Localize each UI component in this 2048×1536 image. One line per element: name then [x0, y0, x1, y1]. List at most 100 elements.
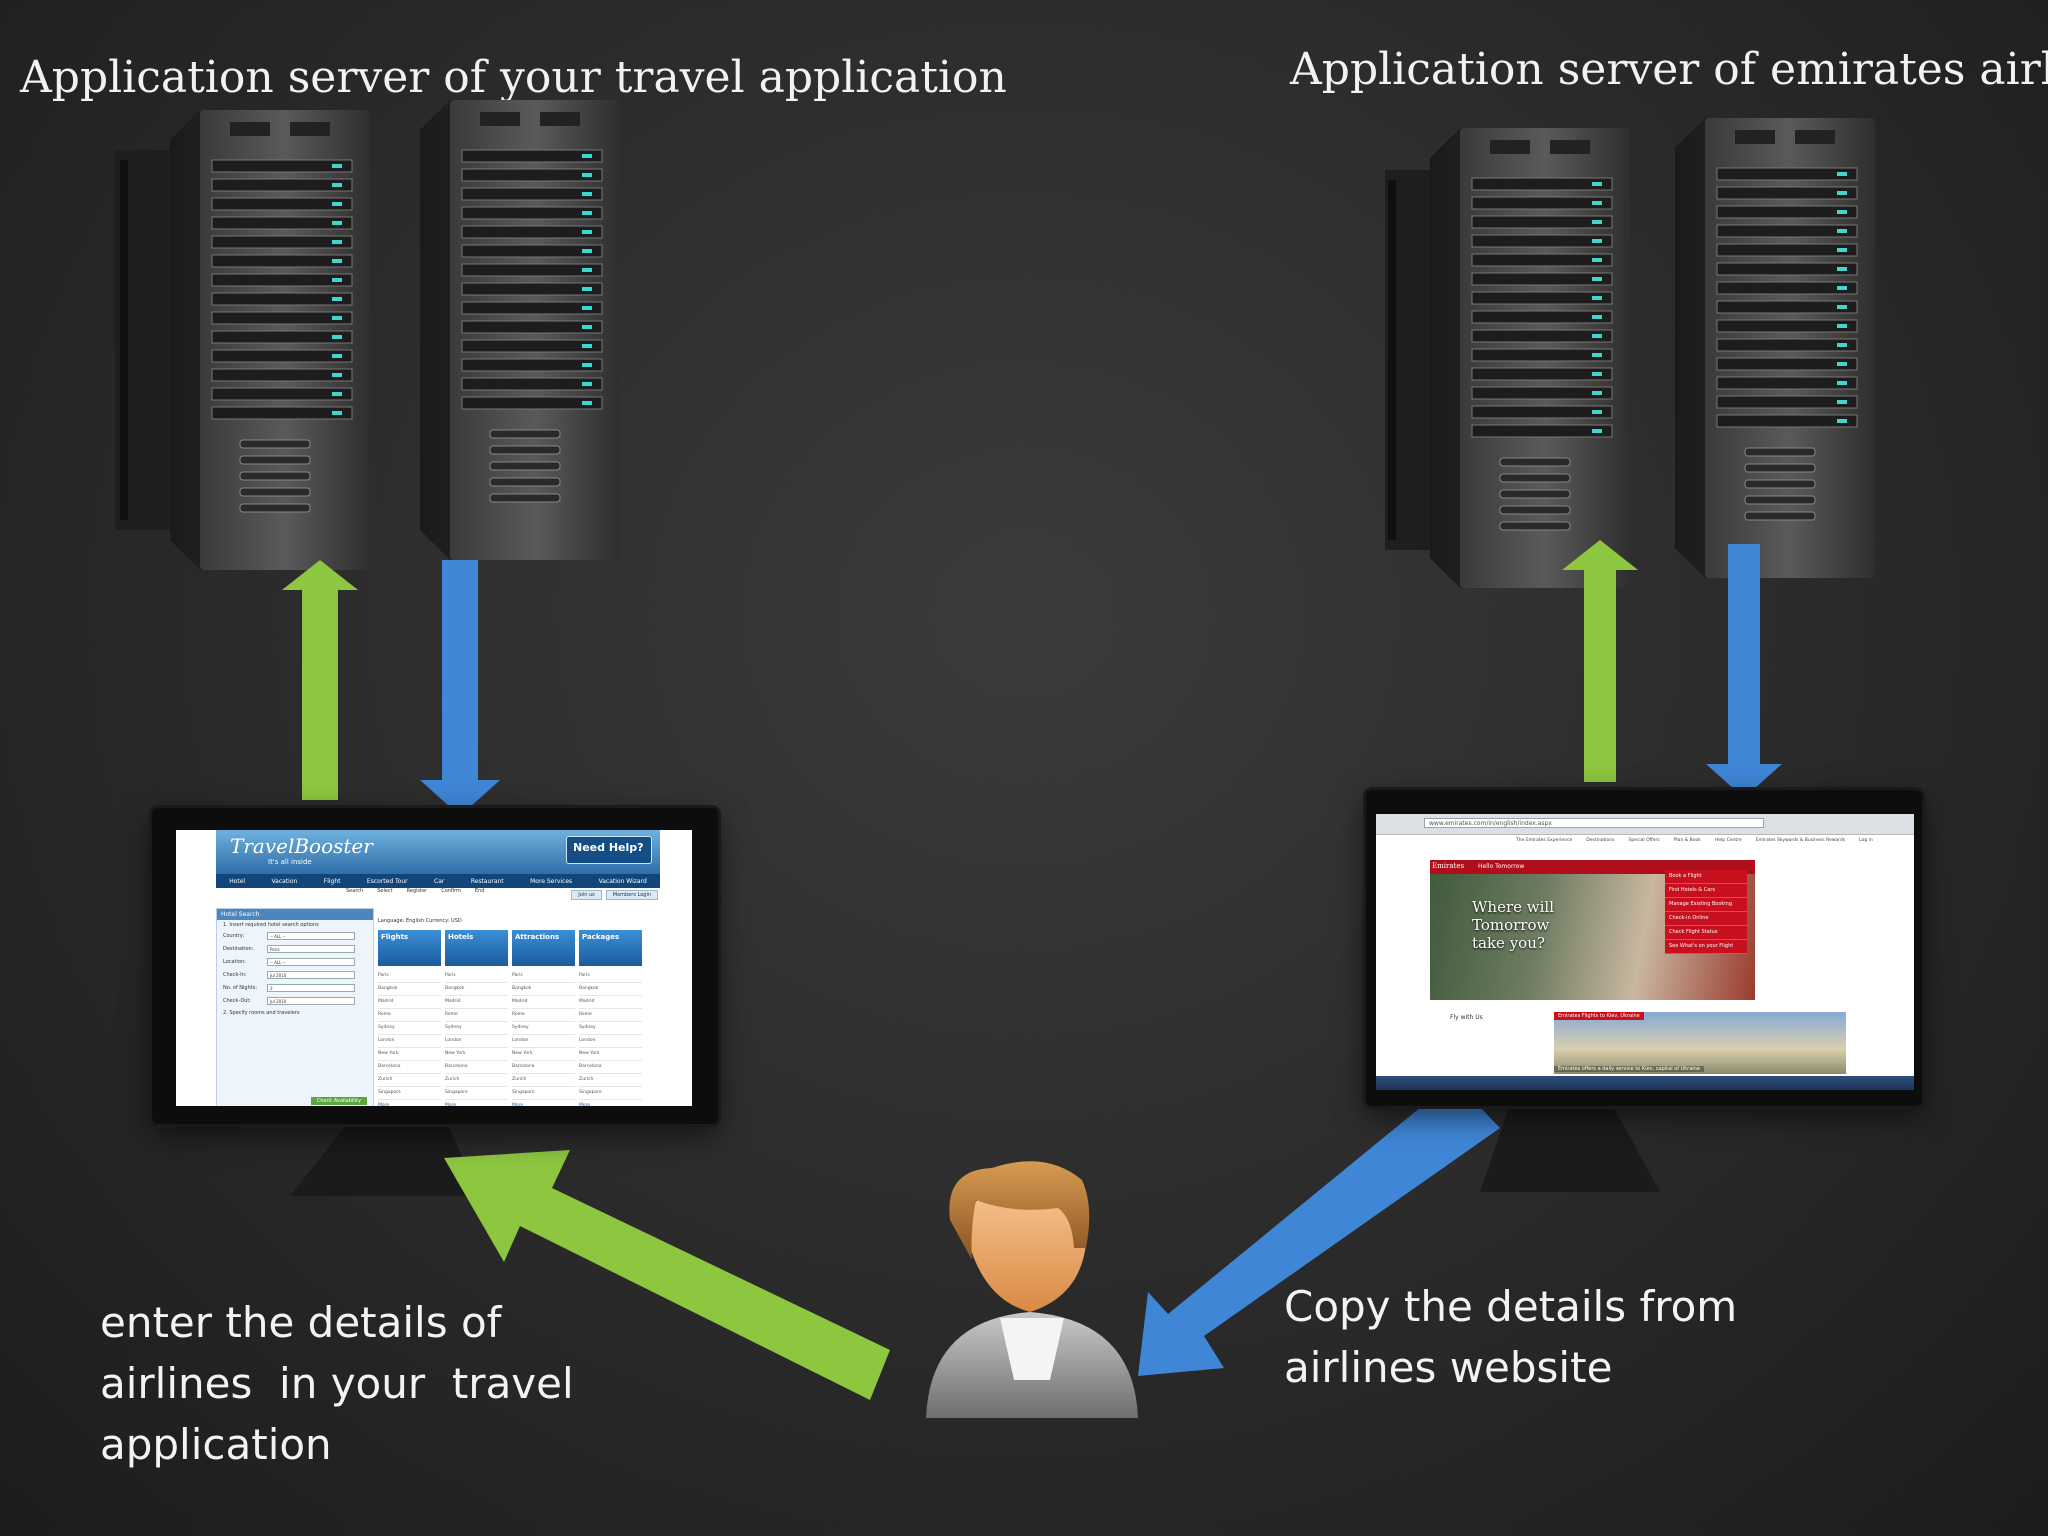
drive-bay	[239, 503, 311, 513]
city-row[interactable]: Singapore	[579, 1087, 642, 1100]
city-row[interactable]: Madrid	[378, 996, 441, 1009]
nav-item[interactable]: Emirates Skywards & Business Rewards	[1755, 838, 1846, 843]
city-row[interactable]: New York	[512, 1048, 575, 1061]
flights-card[interactable]: Flights	[378, 930, 441, 966]
city-row[interactable]: Bangkok	[378, 983, 441, 996]
city-row[interactable]: Paris	[445, 970, 508, 983]
packages-card[interactable]: Packages	[579, 930, 642, 966]
nav-item[interactable]: Vacation	[271, 877, 298, 885]
country-select[interactable]: -- ALL --	[267, 932, 355, 940]
hotels-card[interactable]: Hotels	[445, 930, 508, 966]
city-row[interactable]: Paris	[579, 970, 642, 983]
nav-item[interactable]: Vacation Wizard	[598, 877, 647, 885]
city-row[interactable]: Zurich	[378, 1074, 441, 1087]
emirates-logo: Emirates	[1432, 862, 1465, 870]
more-link[interactable]: More	[512, 1103, 524, 1106]
check-in-select[interactable]: Jul 2010	[267, 971, 355, 979]
rack-slot	[211, 406, 353, 420]
city-row[interactable]: Singapore	[512, 1087, 575, 1100]
city-row[interactable]: Sydney	[445, 1022, 508, 1035]
city-row[interactable]: Madrid	[445, 996, 508, 1009]
manage-booking-link[interactable]: Manage Existing Booking	[1665, 898, 1747, 912]
city-row[interactable]: Rome	[512, 1009, 575, 1022]
city-row[interactable]: Madrid	[512, 996, 575, 1009]
city-row[interactable]: Bangkok	[445, 983, 508, 996]
city-row[interactable]: Zurich	[579, 1074, 642, 1087]
city-row[interactable]: New York	[445, 1048, 508, 1061]
city-row[interactable]: Singapore	[378, 1087, 441, 1100]
nav-item[interactable]: Help Centre	[1714, 838, 1742, 843]
city-row[interactable]: Rome	[445, 1009, 508, 1022]
nav-item[interactable]: Hotel	[229, 877, 246, 885]
attractions-card[interactable]: Attractions	[512, 930, 575, 966]
led-light	[1592, 258, 1602, 262]
city-row[interactable]: London	[512, 1035, 575, 1048]
city-row[interactable]: Paris	[378, 970, 441, 983]
more-link[interactable]: More	[445, 1103, 457, 1106]
drive-bay	[1744, 479, 1816, 489]
city-row[interactable]: Barcelona	[579, 1061, 642, 1074]
city-row[interactable]: Barcelona	[445, 1061, 508, 1074]
green-arrow-up-left	[282, 560, 358, 800]
need-help-button[interactable]: Need Help?	[566, 836, 652, 864]
language-currency-row: Language: English Currency: USD	[378, 918, 462, 924]
rack-slot	[211, 197, 353, 211]
flight-status-link[interactable]: Check Flight Status	[1665, 926, 1747, 940]
city-row[interactable]: Rome	[579, 1009, 642, 1022]
check-out-select[interactable]: Jul 2010	[267, 997, 355, 1005]
address-bar[interactable]: www.emirates.com/in/english/index.aspx	[1424, 818, 1764, 828]
find-hotels-link[interactable]: Find Hotels & Cars	[1665, 884, 1747, 898]
nav-item[interactable]: Log in	[1859, 838, 1873, 843]
drive-bay	[239, 471, 311, 481]
city-row[interactable]: Sydney	[512, 1022, 575, 1035]
nav-item[interactable]: More Services	[530, 877, 573, 885]
user-icon	[926, 1161, 1138, 1418]
nav-item[interactable]: Flight	[323, 877, 341, 885]
city-row[interactable]: Rome	[378, 1009, 441, 1022]
city-row[interactable]: Madrid	[579, 996, 642, 1009]
city-row[interactable]: New York	[579, 1048, 642, 1061]
city-name: Bangkok	[445, 986, 465, 991]
city-row[interactable]: London	[579, 1035, 642, 1048]
nav-item[interactable]: Special Offers	[1628, 838, 1660, 843]
city-row[interactable]: New York	[378, 1048, 441, 1061]
rack-slot	[461, 396, 603, 410]
city-row[interactable]: Barcelona	[378, 1061, 441, 1074]
city-row[interactable]: London	[378, 1035, 441, 1048]
nav-item[interactable]: Car	[434, 877, 445, 885]
members-login-button[interactable]: Members Login	[605, 890, 658, 900]
city-row[interactable]: Sydney	[579, 1022, 642, 1035]
location-select[interactable]: -- ALL --	[267, 958, 355, 966]
city-row[interactable]: Zurich	[445, 1074, 508, 1087]
city-name: Paris	[512, 973, 523, 978]
destination-select[interactable]: Paris	[267, 945, 355, 953]
more-link[interactable]: More	[378, 1103, 390, 1106]
emirates-screen: www.emirates.com/in/english/index.aspx T…	[1376, 814, 1914, 1090]
nav-item[interactable]: Plan & Book	[1673, 838, 1701, 843]
city-row[interactable]: Sydney	[378, 1022, 441, 1035]
check-in-link[interactable]: Check-in Online	[1665, 912, 1747, 926]
city-row[interactable]: London	[445, 1035, 508, 1048]
led-light	[332, 316, 342, 320]
led-light	[1837, 172, 1847, 176]
city-row[interactable]: Zurich	[512, 1074, 575, 1087]
title-travel-server: Application server of your travel applic…	[20, 52, 1007, 103]
travelbooster-tagline: It's all inside	[268, 858, 312, 866]
check-availability-button[interactable]: Check Availability	[310, 1097, 367, 1105]
city-row[interactable]: Singapore	[445, 1087, 508, 1100]
join-us-button[interactable]: Join us	[571, 890, 602, 900]
more-link[interactable]: More	[579, 1103, 591, 1106]
nav-item[interactable]: The Emirates Experience	[1516, 838, 1573, 843]
city-row[interactable]: Paris	[512, 970, 575, 983]
nights-select[interactable]: 3	[267, 984, 355, 992]
nav-item[interactable]: Escorted Tour	[366, 877, 408, 885]
nav-item[interactable]: Restaurant	[470, 877, 504, 885]
whats-on-link[interactable]: See What's on your Flight	[1665, 940, 1747, 954]
nav-item[interactable]: Destinations	[1586, 838, 1615, 843]
city-row[interactable]: Barcelona	[512, 1061, 575, 1074]
kiev-news-banner[interactable]: Emirates Flights to Kiev, Ukraine Emirat…	[1554, 1012, 1846, 1074]
city-row[interactable]: Bangkok	[579, 983, 642, 996]
city-row[interactable]: Bangkok	[512, 983, 575, 996]
rack-slot	[461, 301, 603, 315]
book-flight-link[interactable]: Book a Flight	[1665, 870, 1747, 884]
